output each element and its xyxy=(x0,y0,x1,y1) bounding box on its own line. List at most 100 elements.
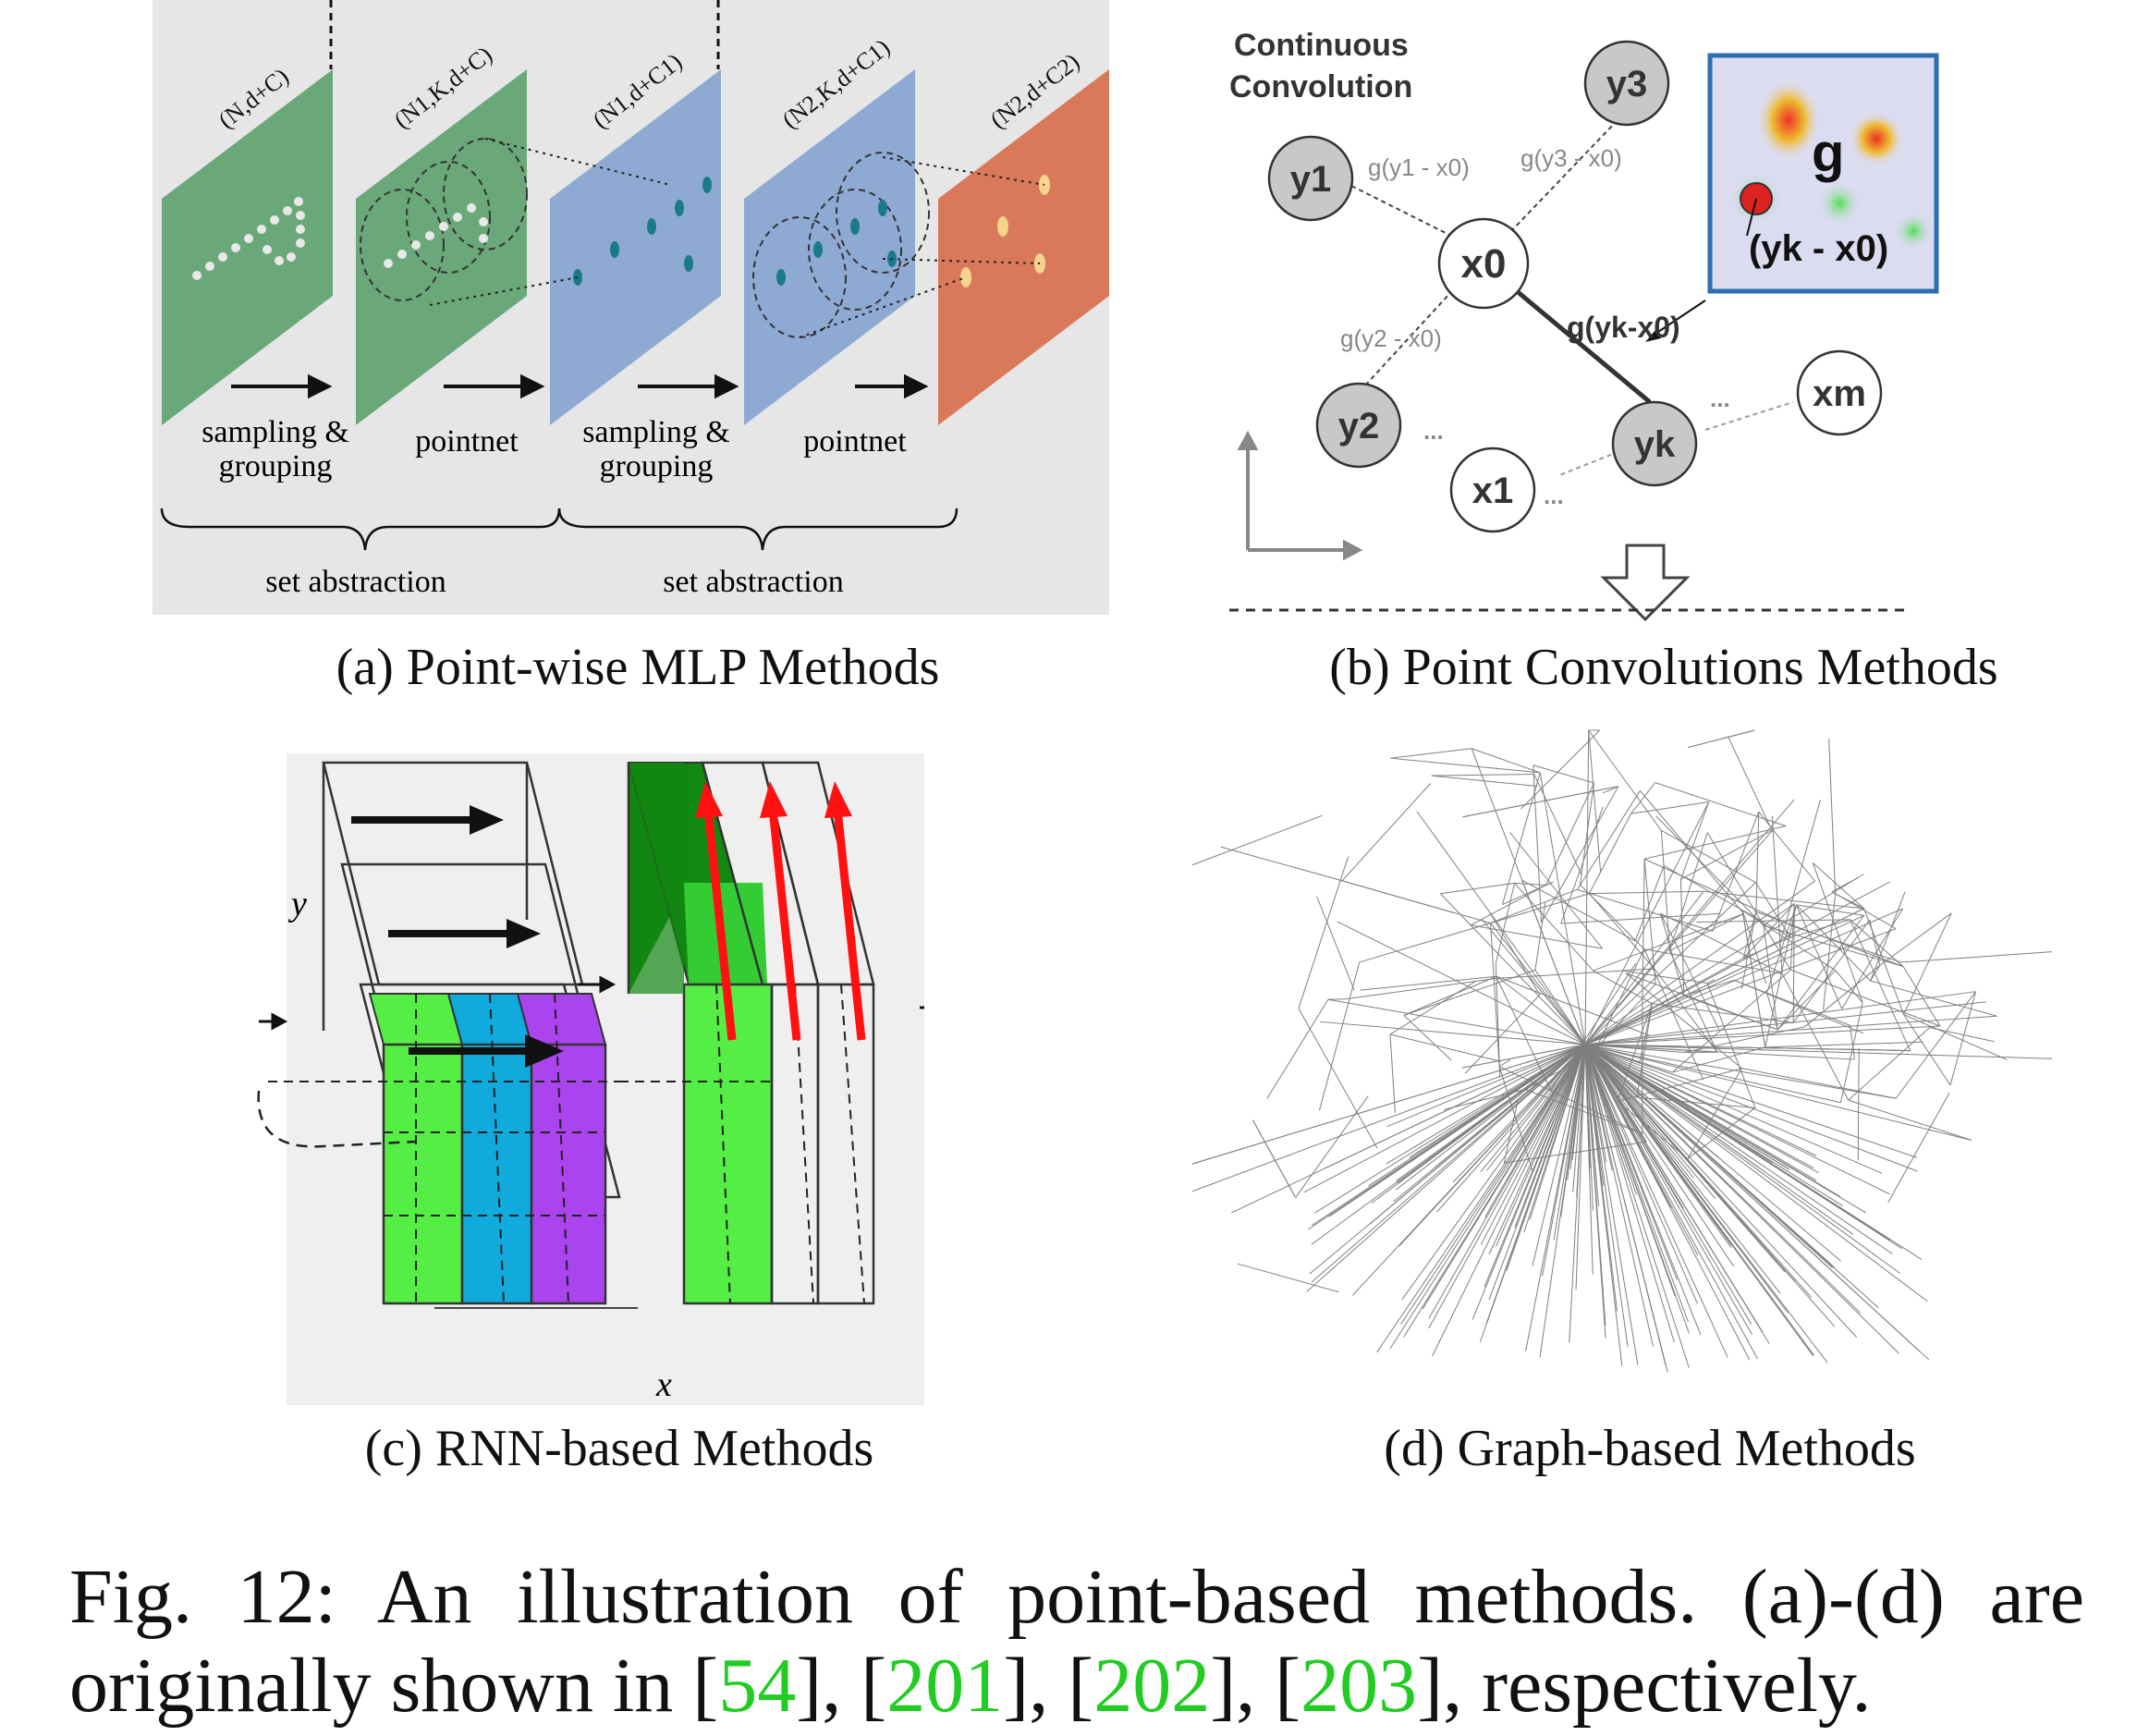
graph-edge xyxy=(1230,1044,1586,1214)
caption-text-a: originally shown in [ xyxy=(69,1643,719,1729)
graph-edge xyxy=(1584,1044,1819,1174)
graph-edge xyxy=(1488,1044,1586,1255)
graph-edge xyxy=(1481,919,1586,1045)
graph-edge xyxy=(1660,912,1720,1030)
rnn-red-arrows xyxy=(695,781,866,1041)
graph-edge xyxy=(1386,1044,1586,1128)
citation-link-201[interactable]: 201 xyxy=(886,1643,1004,1729)
graph-edge xyxy=(1848,1099,1972,1141)
graph-edge xyxy=(1584,1044,1854,1235)
graph-edge xyxy=(1584,1044,1879,1309)
graph-edge xyxy=(1440,893,1586,1045)
layer-plane-2 xyxy=(356,69,527,425)
graph-edge xyxy=(1303,1044,1586,1193)
citation-link-54[interactable]: 54 xyxy=(718,1643,797,1729)
graph-edge xyxy=(1584,1044,1930,1361)
citation-link-202[interactable]: 202 xyxy=(1093,1643,1211,1729)
graph-edge xyxy=(1668,950,1718,1053)
caption-d: (d) Graph-based Methods xyxy=(1384,1420,1916,1477)
graph-edge xyxy=(1584,890,1704,1045)
graph-edge xyxy=(1403,969,1536,1016)
graph-edge xyxy=(1432,1044,1586,1357)
graph-edge xyxy=(1584,1044,1890,1195)
graph-edge xyxy=(1584,1044,1841,1104)
graph-edge xyxy=(1480,1044,1586,1245)
graph-edge xyxy=(1503,1099,1519,1164)
caption-a: (a) Point-wise MLP Methods xyxy=(336,639,940,696)
graph-edge xyxy=(1777,970,1837,1031)
graph-edge xyxy=(1584,1044,1698,1304)
graph-edge xyxy=(1680,829,1774,880)
graph-edge xyxy=(1593,970,1653,1005)
graph-edge xyxy=(1733,979,1850,1026)
graph-edge xyxy=(1850,919,1911,1051)
graph-edge xyxy=(1622,970,1708,984)
graph-edge xyxy=(1395,1044,1586,1191)
graph-edge xyxy=(1763,925,1778,1030)
down-arrow-icon xyxy=(1600,544,1691,622)
graph-edge xyxy=(1584,1044,1675,1343)
graph-edge xyxy=(1584,1044,1817,1181)
graph-edge xyxy=(1403,1015,1452,1061)
graph-edge xyxy=(1298,856,1349,1009)
graph-edge xyxy=(1903,1013,2008,1060)
graph-edge xyxy=(1870,980,1997,1017)
graph-edge xyxy=(1643,859,1656,984)
graph-edge xyxy=(1643,948,1783,974)
graph-edge xyxy=(1584,1044,1606,1326)
step-label-2a: pointnet xyxy=(415,424,519,458)
graph-edge xyxy=(1534,902,1546,971)
graph-edge xyxy=(1386,1044,1586,1165)
caption-c: (c) RNN-based Methods xyxy=(364,1420,874,1477)
graph-edge xyxy=(1679,879,1685,996)
graph-edge xyxy=(1669,912,1744,952)
graph-edge xyxy=(1311,1044,1586,1245)
graph-edge xyxy=(1741,910,1766,1047)
graph-edge xyxy=(1584,1044,1781,1294)
rnn-black-arrows xyxy=(351,805,564,1068)
layer-plane-4 xyxy=(744,69,915,425)
node-y3: y3 xyxy=(1606,64,1648,104)
graph-edge xyxy=(1316,896,1355,991)
graph-edge xyxy=(1351,1044,1586,1296)
graph-edge xyxy=(1533,764,1594,784)
step-label-4a: pointnet xyxy=(803,424,907,458)
citation-link-203[interactable]: 203 xyxy=(1301,1643,1418,1729)
graph-edge xyxy=(1763,903,1795,926)
graph-edge xyxy=(1584,1044,1684,1209)
graph-edge xyxy=(1436,1044,1586,1213)
graph-edge xyxy=(1584,799,1795,1045)
caption-b: (b) Point Convolutions Methods xyxy=(1329,639,1998,696)
ellipsis-1: ... xyxy=(1423,417,1444,445)
graph-edge xyxy=(1584,1001,1986,1045)
graph-edge xyxy=(1742,903,1795,960)
graph-edge xyxy=(1416,811,1586,1045)
graph-edge xyxy=(1328,1044,1586,1217)
graph-edge xyxy=(1584,908,1903,1045)
graph-edge xyxy=(1498,1058,1511,1068)
brace-right xyxy=(557,507,959,551)
graph-edge xyxy=(1480,1044,1586,1173)
graph-edge xyxy=(1642,859,1645,1010)
graph-edge xyxy=(1777,915,1865,1031)
graph-edge xyxy=(1428,1044,1586,1329)
step-label-1a: sampling & xyxy=(201,415,349,449)
graph-edge xyxy=(1389,1044,1586,1350)
graph-edge xyxy=(1490,888,1578,924)
graph-edge xyxy=(1584,908,1864,1045)
brace-left xyxy=(160,507,561,551)
point-cloud-dots xyxy=(192,197,305,280)
graph-edge xyxy=(1900,951,2053,963)
graph-edge xyxy=(1584,1044,1883,1174)
graph-edge xyxy=(1790,919,1850,938)
graph-edge xyxy=(1660,913,1685,996)
caption-sep-2: ], [ xyxy=(1003,1643,1094,1729)
graph-edge xyxy=(1584,1044,1641,1063)
graph-edge xyxy=(1584,1044,1752,1336)
graph-edge xyxy=(1584,1044,1918,1172)
graph-edge xyxy=(1584,1044,2053,1059)
graph-edge xyxy=(1949,991,1976,1086)
axis-x-label: x xyxy=(655,1365,672,1404)
graph-edge xyxy=(1671,969,1791,1073)
graph-edge xyxy=(1584,1044,1690,1323)
